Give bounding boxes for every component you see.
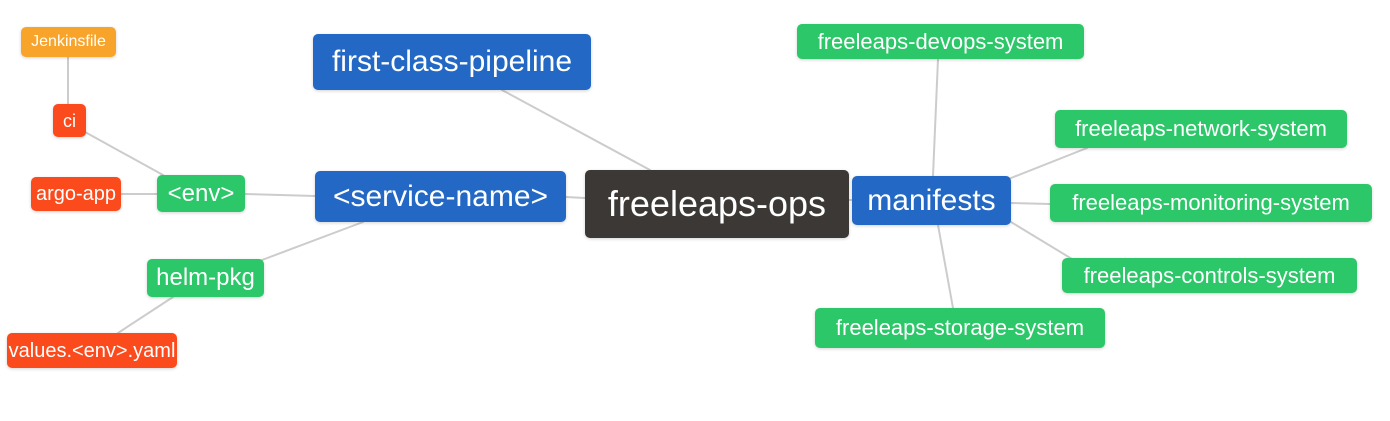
edge-manifests--freeleaps-storage-system: [937, 224, 954, 309]
edge-manifests--freeleaps-network-system: [1010, 147, 1088, 179]
node-jenkinsfile[interactable]: Jenkinsfile: [21, 27, 116, 57]
node-freeleaps-ops[interactable]: freeleaps-ops: [585, 170, 849, 238]
node-manifests[interactable]: manifests: [852, 176, 1011, 225]
edge-manifests--freeleaps-devops-system: [932, 58, 939, 177]
edge-service-name--freeleaps-ops: [565, 196, 586, 199]
node-label-values-env-yaml: values.<env>.yaml: [8, 339, 176, 362]
node-label-argo-app: argo-app: [35, 183, 117, 205]
node-freeleaps-controls-system[interactable]: freeleaps-controls-system: [1062, 258, 1357, 293]
node-helm-pkg[interactable]: helm-pkg: [147, 259, 264, 297]
node-label-manifests: manifests: [867, 183, 996, 217]
node-env[interactable]: <env>: [157, 175, 245, 212]
node-freeleaps-monitoring-system[interactable]: freeleaps-monitoring-system: [1050, 184, 1372, 222]
node-label-freeleaps-devops-system: freeleaps-devops-system: [817, 28, 1064, 54]
node-label-freeleaps-controls-system: freeleaps-controls-system: [1083, 262, 1336, 288]
node-label-helm-pkg: helm-pkg: [156, 264, 255, 291]
node-label-freeleaps-ops: freeleaps-ops: [607, 183, 827, 224]
edge-manifests--freeleaps-monitoring-system: [1010, 202, 1051, 205]
node-label-env: <env>: [167, 179, 235, 207]
node-values-env-yaml[interactable]: values.<env>.yaml: [7, 333, 177, 368]
node-freeleaps-network-system[interactable]: freeleaps-network-system: [1055, 110, 1347, 148]
edge-ci--env: [84, 131, 164, 176]
edge-manifests--freeleaps-controls-system: [1010, 221, 1073, 260]
node-freeleaps-storage-system[interactable]: freeleaps-storage-system: [815, 308, 1105, 348]
node-freeleaps-devops-system[interactable]: freeleaps-devops-system: [797, 24, 1084, 59]
edge-service-name--helm-pkg: [261, 221, 364, 261]
node-label-freeleaps-storage-system: freeleaps-storage-system: [835, 315, 1085, 340]
node-argo-app[interactable]: argo-app: [31, 177, 121, 211]
node-ci[interactable]: ci: [53, 104, 86, 137]
node-first-class-pipeline[interactable]: first-class-pipeline: [313, 34, 591, 90]
node-label-freeleaps-network-system: freeleaps-network-system: [1075, 116, 1327, 141]
node-label-freeleaps-monitoring-system: freeleaps-monitoring-system: [1072, 190, 1350, 215]
node-label-first-class-pipeline: first-class-pipeline: [331, 45, 573, 78]
node-label-service-name: <service-name>: [332, 179, 549, 213]
edge-first-class-pipeline--freeleaps-ops: [501, 89, 651, 171]
node-service-name[interactable]: <service-name>: [315, 171, 566, 222]
node-label-ci: ci: [63, 110, 76, 131]
node-label-jenkinsfile: Jenkinsfile: [31, 33, 106, 50]
edge-env--service-name: [244, 193, 316, 197]
edge-helm-pkg--values-env-yaml: [117, 296, 174, 334]
